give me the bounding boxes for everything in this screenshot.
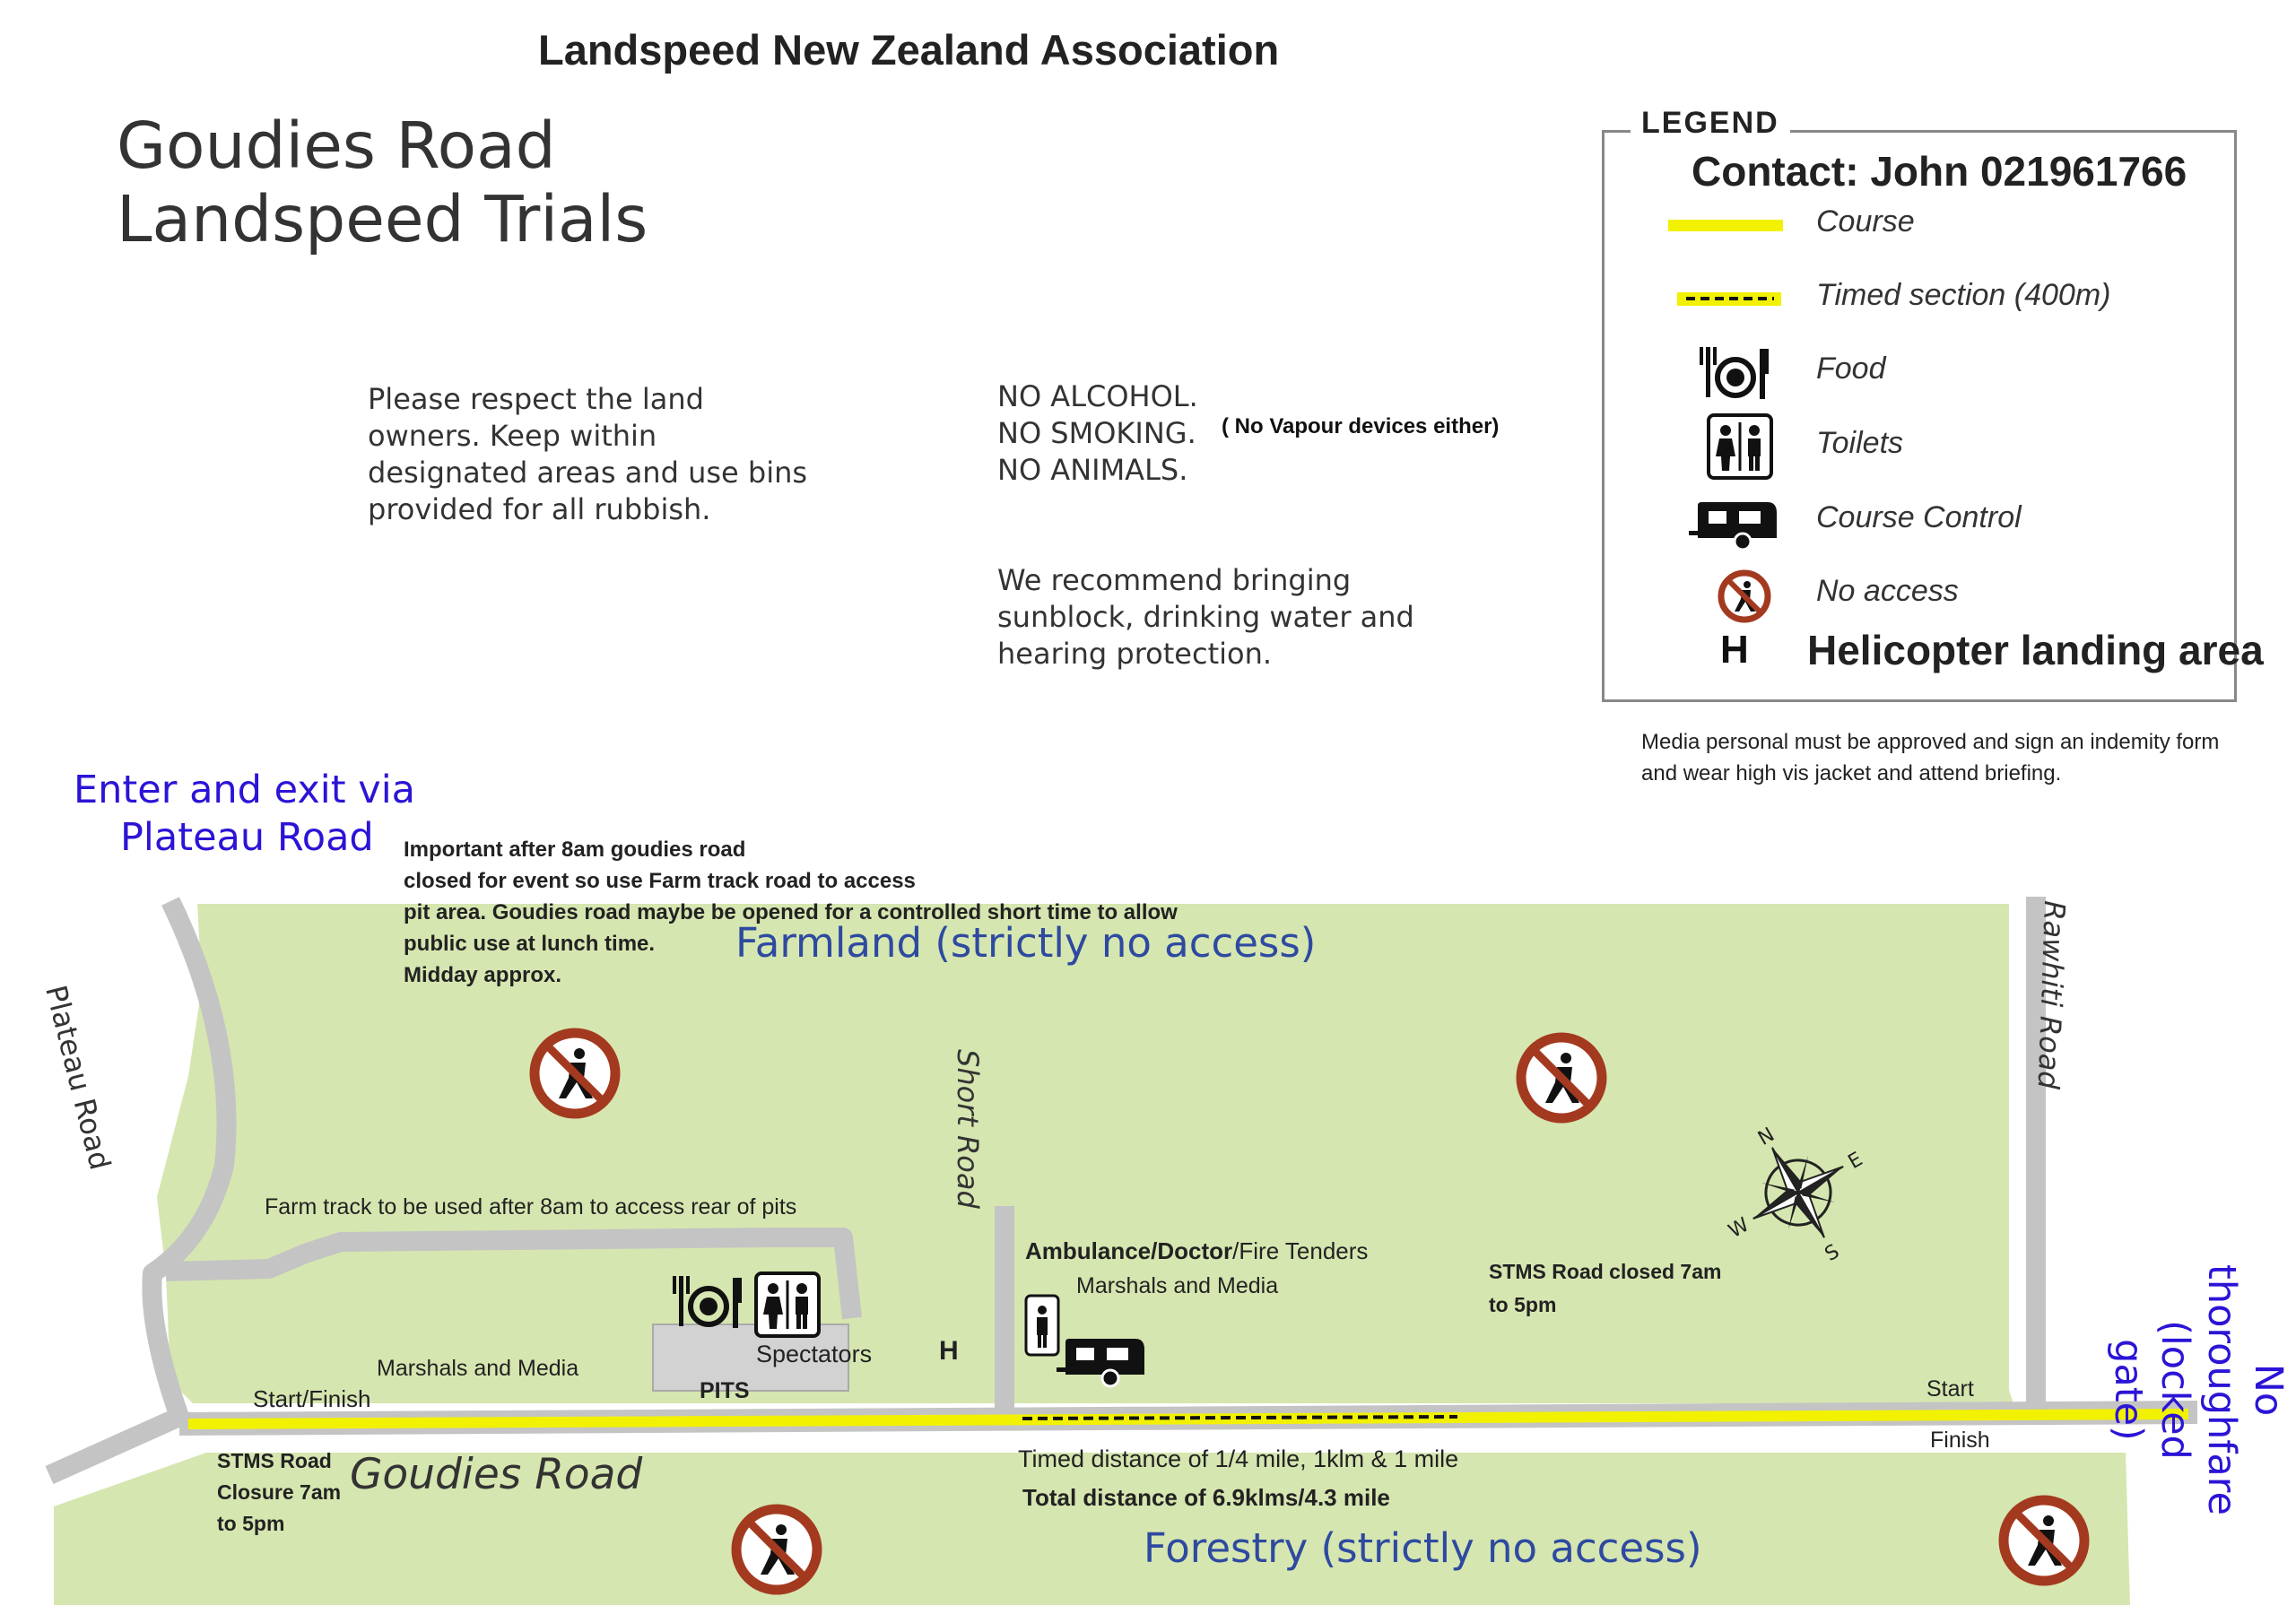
plateau-road xyxy=(45,897,237,1485)
toilet-icon xyxy=(1024,1294,1060,1357)
recommend-line: sunblock, drinking water and xyxy=(997,600,1414,634)
legend-timed-section-label: Timed section (400m) xyxy=(1816,278,2111,312)
event-title-line1: Goudies Road xyxy=(117,108,556,183)
short-road-label: Short Road xyxy=(951,1049,985,1209)
event-title-line2: Landspeed Trials xyxy=(117,182,648,256)
rule-no-animals: NO ANIMALS. xyxy=(997,453,1188,487)
respect-line: designated areas and use bins xyxy=(368,456,808,490)
legend-title: LEGEND xyxy=(1631,106,1790,141)
rule-no-smoking: NO SMOKING. xyxy=(997,416,1196,450)
food-icon xyxy=(673,1276,742,1328)
yellow-line-icon xyxy=(1668,220,1783,231)
farmland-label: Farmland (strictly no access) xyxy=(735,919,1317,967)
event-rules: NO ALCOHOL. NO SMOKING. NO ANIMALS. xyxy=(997,378,1198,489)
respect-landowners-note: Please respect the land owners. Keep wit… xyxy=(368,381,807,528)
spectators-label: Spectators xyxy=(756,1341,873,1367)
ambulance-label: Ambulance/Doctor/Fire Tenders xyxy=(1025,1237,1368,1265)
timed-section xyxy=(1022,1415,1458,1420)
stms-goudies-note: STMS Road Closure 7am to 5pm xyxy=(217,1449,342,1535)
food-icon xyxy=(1700,347,1769,399)
farm-track-label: Farm track to be used after 8am to acces… xyxy=(265,1194,797,1219)
legend-course-label: Course xyxy=(1816,204,1915,239)
ambulance-label-bold: Ambulance/Doctor xyxy=(1025,1237,1233,1264)
caravan-icon xyxy=(1689,502,1777,551)
legend-box xyxy=(1602,130,2237,702)
course-line xyxy=(187,1409,2189,1429)
total-distance-note: Total distance of 6.9klms/4.3 mile xyxy=(1022,1484,1390,1511)
timed-distance-note: Timed distance of 1/4 mile, 1klm & 1 mil… xyxy=(1018,1445,1459,1472)
media-note: Media personal must be approved and sign… xyxy=(1641,730,2220,785)
marshals-media-label: Marshals and Media xyxy=(377,1356,579,1381)
respect-line: Please respect the land xyxy=(368,382,704,416)
pits-label: PITS xyxy=(700,1378,750,1403)
ambulance-label-suffix: /Fire Tenders xyxy=(1232,1237,1369,1264)
start-label: Start xyxy=(1926,1376,1974,1402)
rule-no-alcohol: NO ALCOHOL. xyxy=(997,379,1198,413)
event-title: Goudies Road Landspeed Trials xyxy=(117,109,648,256)
forestry-area xyxy=(54,1453,2130,1605)
legend-helicopter-label: Helicopter landing area xyxy=(1807,627,2264,673)
respect-line: owners. Keep within xyxy=(368,419,657,453)
legend-contact: Contact: John 021961766 xyxy=(1692,148,2187,195)
legend-no-access-label: No access xyxy=(1816,574,1959,608)
dashed-yellow-line-icon xyxy=(1677,292,1781,306)
helicopter-landing-marker: H xyxy=(939,1336,959,1366)
start-finish-label: Start/Finish xyxy=(253,1385,371,1412)
no-access-icon xyxy=(1998,1495,2090,1586)
enter-exit-line2: Plateau Road xyxy=(120,815,374,860)
recommend-line: We recommend bringing xyxy=(997,563,1352,597)
caravan-icon xyxy=(1057,1339,1144,1388)
helicopter-h-icon: H xyxy=(1720,628,1749,672)
toilets-icon xyxy=(1707,413,1773,480)
important-note: Important after 8am goudies road closed … xyxy=(404,838,1178,987)
legend-symbols xyxy=(1668,220,1783,623)
no-thoroughfare-note: No thoroughfare (locked gate) xyxy=(2106,1264,2291,1515)
legend-food-label: Food xyxy=(1816,352,1886,386)
farm-track xyxy=(165,1228,862,1320)
farmland-area xyxy=(157,904,2013,1403)
recommend-line: hearing protection. xyxy=(997,637,1273,671)
organisation-title: Landspeed New Zealand Association xyxy=(538,26,1280,74)
recommendation-note: We recommend bringing sunblock, drinking… xyxy=(997,562,1414,673)
stms-rawhiti-note: STMS Road closed 7am to 5pm xyxy=(1489,1260,1722,1316)
no-access-icon xyxy=(1718,569,1771,623)
no-access-icon xyxy=(1516,1032,1607,1124)
vapour-note: ( No Vapour devices either) xyxy=(1222,414,1500,438)
legend-toilets-label: Toilets xyxy=(1816,426,1904,460)
goudies-road-label: Goudies Road xyxy=(350,1450,643,1499)
no-access-icon xyxy=(529,1028,621,1119)
finish-label: Finish xyxy=(1930,1428,1990,1453)
enter-exit-line1: Enter and exit via xyxy=(74,768,416,812)
toilets-icon xyxy=(754,1271,821,1338)
legend-course-control-label: Course Control xyxy=(1816,500,2022,534)
no-access-icon xyxy=(731,1504,822,1595)
forestry-label: Forestry (strictly no access) xyxy=(1144,1524,1702,1572)
enter-exit-note: Enter and exit via Plateau Road xyxy=(74,767,415,862)
respect-line: provided for all rubbish. xyxy=(368,492,711,526)
marshals-media-label: Marshals and Media xyxy=(1076,1273,1279,1298)
rawhiti-road-label: Rawhiti Road xyxy=(2031,899,2072,1090)
